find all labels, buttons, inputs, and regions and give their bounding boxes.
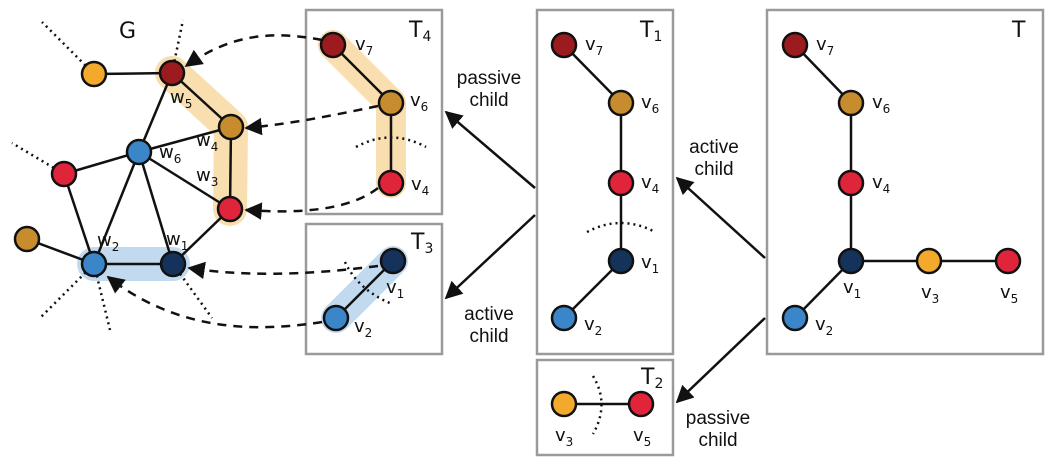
label-T4-v6: v6 <box>410 90 428 114</box>
label-T-v4: v4 <box>872 172 890 196</box>
node-T2-v3 <box>550 390 578 418</box>
label-T4-v4: v4 <box>411 174 429 198</box>
label-T1-v6: v6 <box>641 92 659 116</box>
cut-mark-T4 <box>355 136 427 149</box>
node-w1 <box>159 250 187 278</box>
cut-mark-T1 <box>586 221 656 234</box>
cut-mark-T2 <box>591 375 603 435</box>
dashed-arrow-v7-w5 <box>184 34 323 68</box>
arrow-T-to-T2 <box>675 317 766 404</box>
node-w2 <box>80 250 108 278</box>
label-T-v6: v6 <box>872 92 890 116</box>
panel-G-title: G <box>119 19 136 44</box>
node-T-v3 <box>915 247 943 275</box>
panel-T1 <box>535 8 675 356</box>
node-T-v2 <box>781 304 809 332</box>
label-T-v7: v7 <box>816 34 834 58</box>
arrow-T-to-T1 <box>675 176 766 259</box>
label-w1: w1 <box>166 229 188 253</box>
node-w5 <box>158 59 186 87</box>
label-T2-v5: v5 <box>633 425 651 449</box>
graph-G-nodes <box>13 59 245 278</box>
node-T-v1 <box>837 247 865 275</box>
panel-T1-title: T1 <box>639 18 662 45</box>
node-T4-v6 <box>377 89 405 117</box>
dashed-arrow-v1-w1 <box>187 261 379 280</box>
node-T1-v4 <box>607 169 635 197</box>
node-T1-v7 <box>550 31 578 59</box>
label-T-v2: v2 <box>815 314 833 338</box>
dashed-arrow-v6-w4 <box>244 104 379 136</box>
panel-T-title: T <box>1011 18 1026 43</box>
panel-T <box>765 8 1045 356</box>
node-G-red <box>50 160 78 188</box>
label-T4-v7: v7 <box>355 34 373 58</box>
node-G-orange <box>80 60 108 88</box>
label-T1-v2: v2 <box>584 314 602 338</box>
node-G-bronze <box>13 225 41 253</box>
node-T-v6 <box>837 89 865 117</box>
node-T1-v1 <box>607 247 635 275</box>
label-w2: w2 <box>97 230 119 254</box>
label-T1-v1: v1 <box>641 252 659 276</box>
panel-T3-title: T3 <box>410 230 433 257</box>
label-w3: w3 <box>196 165 218 189</box>
label-T1-v4: v4 <box>641 172 659 196</box>
label-T-v1: v1 <box>843 277 861 301</box>
node-T3-v2 <box>322 304 350 332</box>
panel-T4-title: T4 <box>408 18 431 45</box>
label-T-v5: v5 <box>1000 282 1018 306</box>
label-T3-v2: v2 <box>354 316 372 340</box>
node-T4-v7 <box>319 31 347 59</box>
node-T4-v4 <box>377 169 405 197</box>
dashed-arrow-v4-w3 <box>244 187 379 220</box>
node-w4 <box>217 113 245 141</box>
label-w4: w4 <box>196 130 218 154</box>
node-w6 <box>125 138 153 166</box>
node-T1-v6 <box>607 89 635 117</box>
label-T2-v3: v3 <box>555 425 573 449</box>
node-T-v7 <box>781 31 809 59</box>
node-T1-v2 <box>550 304 578 332</box>
node-T2-v5 <box>627 390 655 418</box>
label-w5: w5 <box>170 87 192 111</box>
node-T-v5 <box>994 247 1022 275</box>
label-T-v3: v3 <box>921 282 939 306</box>
label-w6: w6 <box>159 142 181 166</box>
arrow-T1-to-T3 <box>444 214 536 300</box>
node-T-v4 <box>837 169 865 197</box>
node-T3-v1 <box>379 247 407 275</box>
node-w3 <box>216 195 244 223</box>
label-T3-v1: v1 <box>386 277 404 301</box>
arrow-T1-to-T4 <box>444 110 536 189</box>
cut-mark-T3 <box>343 261 393 306</box>
dashed-arrow-v2-w2 <box>106 275 323 329</box>
panel-T2-title: T2 <box>640 365 663 392</box>
label-T1-v7: v7 <box>585 34 603 58</box>
